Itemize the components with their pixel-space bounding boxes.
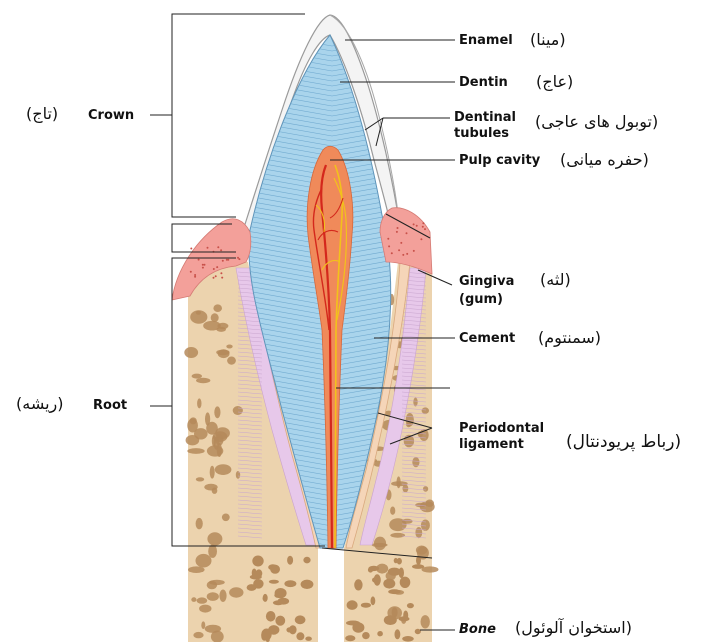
label-root-fa: (ریشه) (16, 394, 64, 413)
label-crown-fa: (تاج) (26, 104, 58, 123)
label-bone-fa: (استخوان آلوئول) (515, 618, 632, 637)
label-cement-fa: (سمنتوم) (538, 328, 601, 347)
label-dentinal-tubules-2: tubules (454, 126, 509, 141)
label-enamel-fa: (مینا) (530, 30, 566, 49)
label-cement: Cement (459, 331, 515, 346)
label-periodontal-2: ligament (459, 437, 524, 452)
label-periodontal-fa: (رباط پریودنتال) (566, 432, 681, 452)
label-gingiva-fa: (لثه) (540, 270, 571, 289)
label-crown: Crown (88, 108, 134, 123)
label-gingiva: Gingiva (459, 274, 514, 289)
label-dentinal-tubules-fa: (توبول های عاجی) (535, 112, 658, 131)
label-pulp-cavity: Pulp cavity (459, 153, 540, 168)
label-dentin: Dentin (459, 75, 508, 90)
label-dentin-fa: (عاج) (536, 72, 573, 91)
label-enamel: Enamel (459, 33, 513, 48)
label-periodontal-1: Periodontal (459, 421, 544, 436)
label-gum: (gum) (459, 292, 503, 307)
label-bone: Bone (459, 622, 496, 637)
label-root: Root (93, 398, 127, 413)
label-pulp-cavity-fa: (حفره میانی) (560, 150, 649, 169)
label-dentinal-tubules-1: Dentinal (454, 110, 516, 125)
